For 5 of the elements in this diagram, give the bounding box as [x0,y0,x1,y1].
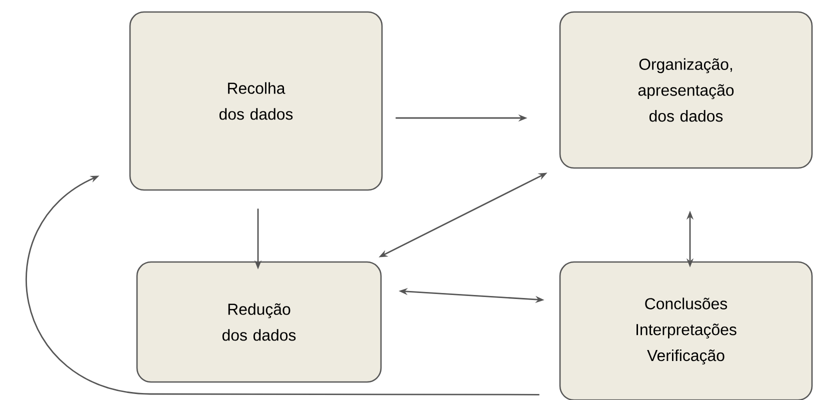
process-box: Redução dos dados [136,261,382,383]
process-box: Conclusões Interpretações Verificação [559,261,813,400]
process-box: Recolha dos dados [129,11,383,191]
process-box: Organização, apresentação dos dados [559,11,813,169]
arrow [26,176,540,396]
